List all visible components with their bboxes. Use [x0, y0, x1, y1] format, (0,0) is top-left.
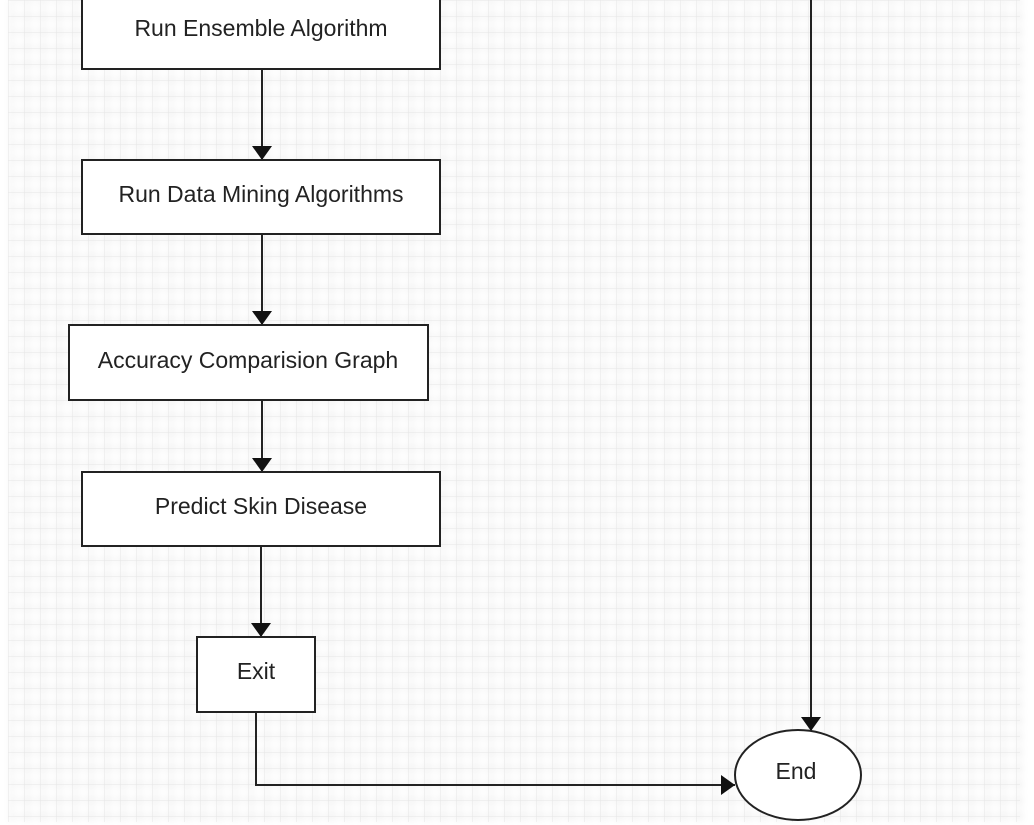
- node-box: [68, 324, 429, 401]
- node-label: Run Ensemble Algorithm: [134, 15, 387, 41]
- node-box: [81, 159, 441, 235]
- node-run-ensemble-algorithm[interactable]: Run Ensemble Algorithm: [81, 0, 441, 70]
- node-label: End: [776, 758, 817, 784]
- node-label: Accuracy Comparision Graph: [98, 347, 398, 373]
- node-label: Predict Skin Disease: [155, 493, 367, 519]
- node-label: Exit: [237, 658, 276, 684]
- node-box: [81, 471, 441, 547]
- node-exit[interactable]: Exit: [196, 636, 316, 713]
- node-label: Run Data Mining Algorithms: [118, 181, 403, 207]
- node-accuracy-comparision-graph[interactable]: Accuracy Comparision Graph: [68, 324, 429, 401]
- connector-exit-to-end: [255, 712, 735, 795]
- node-box: [81, 0, 441, 70]
- connectors: [251, 0, 821, 795]
- grid-background: [8, 0, 1020, 822]
- node-run-data-mining-algorithms[interactable]: Run Data Mining Algorithms: [81, 159, 441, 235]
- node-end[interactable]: End: [734, 729, 862, 821]
- node-predict-skin-disease[interactable]: Predict Skin Disease: [81, 471, 441, 547]
- node-box: [196, 636, 316, 713]
- node-ellipse: [734, 729, 862, 821]
